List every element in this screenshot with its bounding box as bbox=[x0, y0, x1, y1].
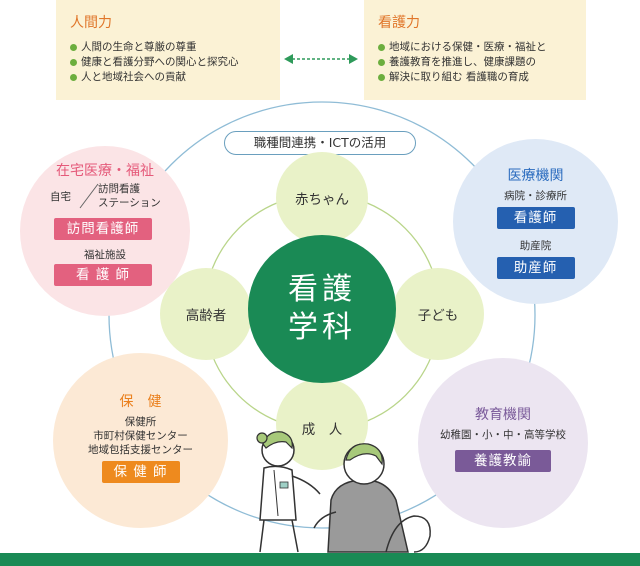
top-left-title: 人間力 bbox=[70, 15, 112, 31]
nurse-patient-illustration bbox=[256, 431, 431, 553]
ground-bar bbox=[0, 553, 640, 566]
list-item: 健康と看護分野への関心と探究心 bbox=[70, 55, 266, 70]
home-care-circle: 在宅医療・福祉 自宅 訪問看護 ステーション 訪問看護師 福祉施設 看 護 師 bbox=[20, 146, 190, 316]
top-right-title: 看護力 bbox=[378, 15, 420, 31]
top-left-box: 人間力 人間の生命と尊厳の尊重 健康と看護分野への関心と探究心 人と地域社会への… bbox=[56, 0, 280, 100]
life-stage-elderly: 高齢者 bbox=[160, 268, 252, 360]
home-visit-nurse-tag: 訪問看護師 bbox=[54, 218, 152, 240]
education-title: 教育機関 bbox=[475, 407, 531, 423]
top-left-list: 人間の生命と尊厳の尊重 健康と看護分野への関心と探究心 人と地域社会への貢献 bbox=[70, 40, 266, 85]
list-item: 地域における保健・医療・福祉と bbox=[378, 40, 572, 55]
list-item: 養護教育を推進し、健康課題の bbox=[378, 55, 572, 70]
top-right-list: 地域における保健・医療・福祉と 養護教育を推進し、健康課題の 解決に取り組む 看… bbox=[378, 40, 572, 85]
nurse-tag: 看 護 師 bbox=[54, 264, 152, 286]
list-item: 人間の生命と尊厳の尊重 bbox=[70, 40, 266, 55]
medical-title: 医療機関 bbox=[507, 168, 564, 184]
life-stage-child: 子ども bbox=[392, 268, 484, 360]
life-stage-baby: 赤ちゃん bbox=[276, 152, 368, 244]
schools-label: 幼稚園・小・中・高等学校 bbox=[440, 429, 566, 441]
list-item: 解決に取り組む 看護職の育成 bbox=[378, 70, 572, 85]
health-center-label: 保健所 bbox=[124, 416, 157, 428]
home-label: 自宅 bbox=[50, 191, 71, 203]
elderly-label: 高齢者 bbox=[185, 308, 227, 324]
midwifery-label: 助産院 bbox=[519, 240, 552, 252]
public-health-nurse-tag: 保 健 師 bbox=[101, 461, 180, 483]
municipal-center-label: 市町村保健センター bbox=[93, 430, 188, 442]
nurse-tag: 看護師 bbox=[496, 207, 575, 229]
nursing-department-center: 看護 学科 bbox=[248, 235, 396, 383]
education-circle: 教育機関 幼稚園・小・中・高等学校 養護教諭 bbox=[418, 358, 588, 528]
facility-label: 福祉施設 bbox=[84, 249, 126, 261]
slash-divider bbox=[79, 183, 99, 209]
public-health-title: 保 健 bbox=[119, 394, 162, 410]
double-arrow-icon bbox=[284, 54, 358, 64]
list-item: 人と地域社会への貢献 bbox=[70, 70, 266, 85]
list-item-continued: 養護教育を推進し、健康課題の bbox=[389, 56, 536, 68]
medical-circle: 医療機関 病院・診療所 看護師 助産院 助産師 bbox=[453, 139, 618, 304]
home-care-title: 在宅医療・福祉 bbox=[56, 163, 154, 179]
hospital-label: 病院・診療所 bbox=[504, 190, 567, 202]
adult-label: 成 人 bbox=[301, 422, 343, 438]
public-health-circle: 保 健 保健所 市町村保健センター 地域包括支援センター 保 健 師 bbox=[53, 353, 228, 528]
list-item-continued: 解決に取り組む 看護職の育成 bbox=[389, 71, 529, 83]
child-label: 子ども bbox=[417, 308, 459, 324]
school-nurse-tag: 養護教諭 bbox=[455, 450, 551, 472]
center-line-2: 学科 bbox=[288, 310, 356, 345]
top-right-box: 看護力 地域における保健・医療・福祉と 養護教育を推進し、健康課題の 解決に取り… bbox=[364, 0, 586, 100]
station-label: 訪問看護 ステーション bbox=[98, 183, 161, 209]
baby-label: 赤ちゃん bbox=[295, 192, 349, 208]
ict-collaboration-label: 職種間連携・ICTの活用 bbox=[224, 131, 416, 155]
midwife-tag: 助産師 bbox=[496, 257, 575, 279]
community-center-label: 地域包括支援センター bbox=[88, 444, 193, 456]
center-line-1: 看護 bbox=[288, 272, 356, 307]
